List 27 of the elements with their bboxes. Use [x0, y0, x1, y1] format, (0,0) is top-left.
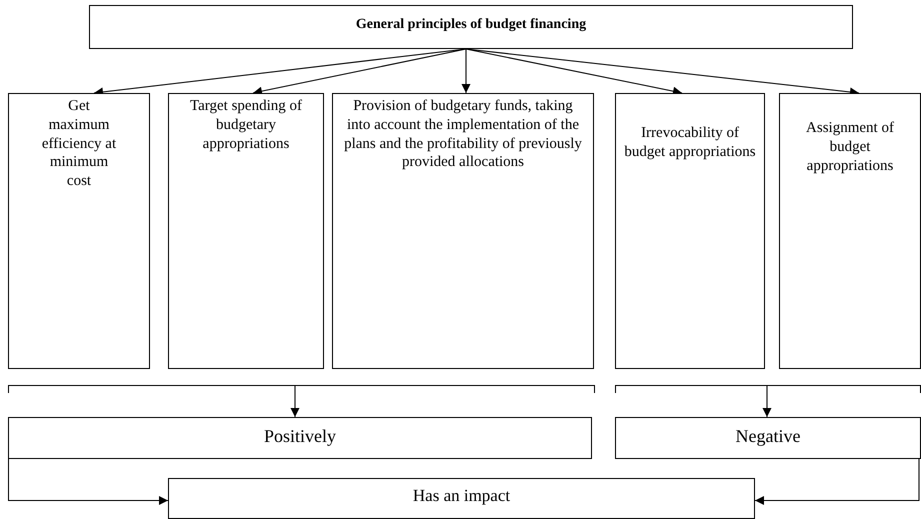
- bracket: [615, 385, 921, 393]
- arrow: [290, 384, 300, 418]
- principle-box: [8, 93, 150, 369]
- box-label: General principles of budget financing: [354, 16, 588, 34]
- impact-box: [615, 417, 921, 459]
- box-label: Has an impact: [412, 485, 512, 506]
- box-label: Get maximum efficiency at minimum cost: [40, 97, 118, 191]
- principle-box: [168, 93, 324, 369]
- box-label: Assignment of budget appropriations: [805, 119, 895, 176]
- arrow: [754, 458, 920, 505]
- arrow: [8, 458, 168, 505]
- box-label: Target spending of budgetary appropriations: [189, 97, 303, 154]
- box-label: Provision of budgetary funds, taking into account the implementation of the plans and the profitability of previously provided allocations: [343, 97, 583, 172]
- principle-box: [332, 93, 594, 369]
- box-label: Positively: [262, 425, 337, 448]
- arrow: [466, 48, 682, 96]
- arrow: [462, 48, 470, 94]
- title-box: [89, 5, 853, 49]
- impact-box: [8, 417, 592, 459]
- principle-box: [779, 93, 921, 369]
- box-label: Irrevocability of budget appropriations: [623, 124, 757, 162]
- arrow: [762, 384, 772, 418]
- arrow: [252, 48, 466, 96]
- bracket: [8, 385, 595, 393]
- principle-box: [615, 93, 765, 369]
- result-box: [168, 478, 755, 519]
- box-label: Negative: [734, 425, 802, 448]
